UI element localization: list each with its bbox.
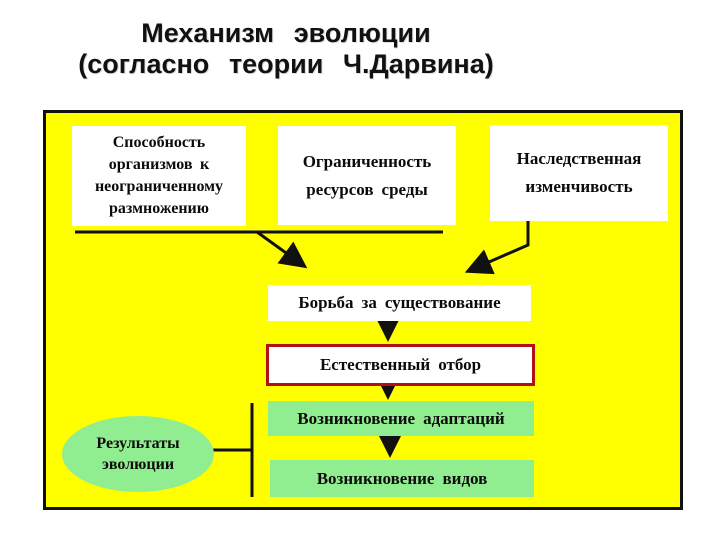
- selection-box: Естественный отбор: [266, 344, 535, 386]
- results-ellipse-label: Результаты эволюции: [96, 435, 180, 473]
- factor-box-reproduction: Способность организмов к неограниченному…: [72, 126, 246, 226]
- factor-box-heredity-label: Наследственная изменчивость: [516, 149, 642, 196]
- factor-box-resources-label: Ограниченность ресурсов среды: [302, 151, 432, 199]
- struggle-box-label: Борьба за существование: [298, 293, 501, 312]
- arrow-joint-to-struggle: [256, 230, 308, 269]
- selection-box-label: Естественный отбор: [319, 355, 482, 374]
- factor-box-resources: Ограниченность ресурсов среды: [278, 126, 456, 225]
- page-title: Механизм эволюции (согласно теории Ч.Дар…: [0, 18, 572, 80]
- factor-box-reproduction-label: Способность организмов к неограниченному…: [94, 134, 224, 217]
- species-box: Возникновение видов: [270, 460, 534, 497]
- struggle-box: Борьба за существование: [268, 285, 531, 321]
- adaptations-box: Возникновение адаптаций: [268, 401, 534, 436]
- diagram-panel: Способность организмов к неограниченному…: [43, 110, 683, 510]
- results-ellipse: Результаты эволюции: [62, 416, 214, 492]
- page-title-line-2: (согласно теории Ч.Дарвина): [78, 49, 494, 79]
- page-title-line-1: Механизм эволюции: [141, 18, 431, 48]
- species-box-label: Возникновение видов: [316, 468, 488, 488]
- factor-box-heredity: Наследственная изменчивость: [490, 125, 668, 221]
- arrow-heredity-to-struggle: [464, 217, 530, 275]
- adaptations-box-label: Возникновение адаптаций: [297, 408, 505, 428]
